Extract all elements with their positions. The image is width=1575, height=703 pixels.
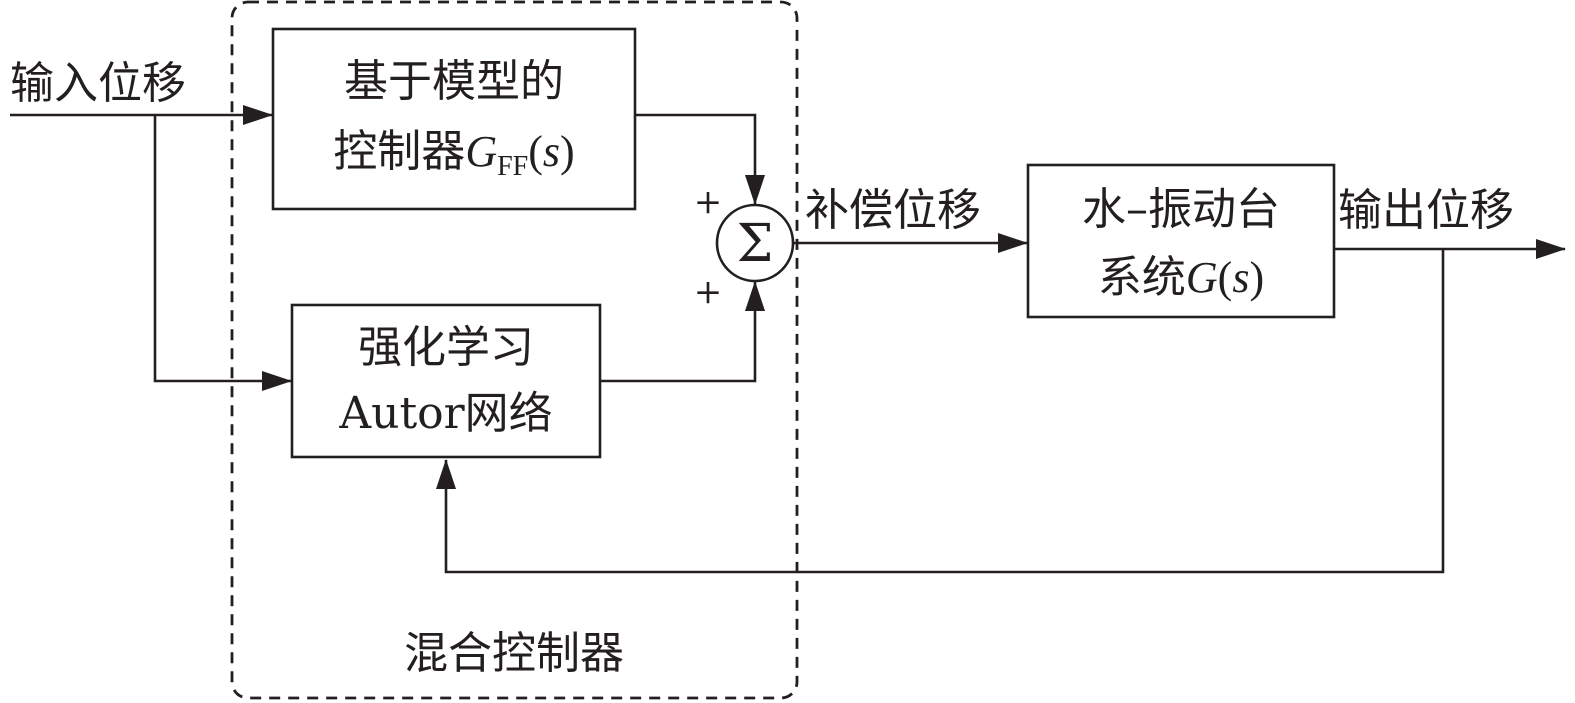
hybrid-controller-boundary <box>230 0 799 700</box>
plant-prefix: 系统 <box>1098 252 1186 303</box>
model-controller-paren-close: ) <box>560 127 575 176</box>
plant-arg: s <box>1232 253 1249 302</box>
model-to-sum-line <box>635 113 765 205</box>
feedback-line <box>436 249 1445 574</box>
sum-sign-bottom: + <box>694 272 723 312</box>
model-controller-symbol: G <box>465 127 497 176</box>
model-controller-line1: 基于模型的 <box>344 56 564 107</box>
plant-line2: 系统G(s) <box>1098 252 1264 303</box>
compensation-label: 补偿位移 <box>805 185 981 236</box>
plant-symbol: G <box>1186 253 1218 302</box>
rl-to-sum-line <box>600 281 765 383</box>
rl-network-block <box>290 303 602 459</box>
model-controller-prefix: 控制器 <box>333 126 465 177</box>
rl-network-line2: Autor网络 <box>338 388 552 439</box>
plant-block <box>1026 163 1336 319</box>
model-controller-line2: 控制器GFF(s) <box>333 126 574 182</box>
summing-junction <box>715 203 795 283</box>
output-label: 输出位移 <box>1338 185 1514 236</box>
hybrid-controller-label: 混合控制器 <box>404 628 624 679</box>
model-controller-subscript: FF <box>497 151 528 182</box>
model-controller-block <box>271 27 637 211</box>
input-label: 输入位移 <box>10 58 186 109</box>
model-controller-paren-open: ( <box>528 127 543 176</box>
rl-network-line1: 强化学习 <box>358 322 534 373</box>
summing-symbol: Σ <box>737 214 774 274</box>
plant-paren-open: ( <box>1218 253 1233 302</box>
plant-line1: 水–振动台 <box>1082 184 1280 235</box>
input-branch-to-rl <box>153 115 292 391</box>
model-controller-arg: s <box>543 127 560 176</box>
plant-paren-close: ) <box>1249 253 1264 302</box>
sum-sign-top: + <box>694 182 723 222</box>
